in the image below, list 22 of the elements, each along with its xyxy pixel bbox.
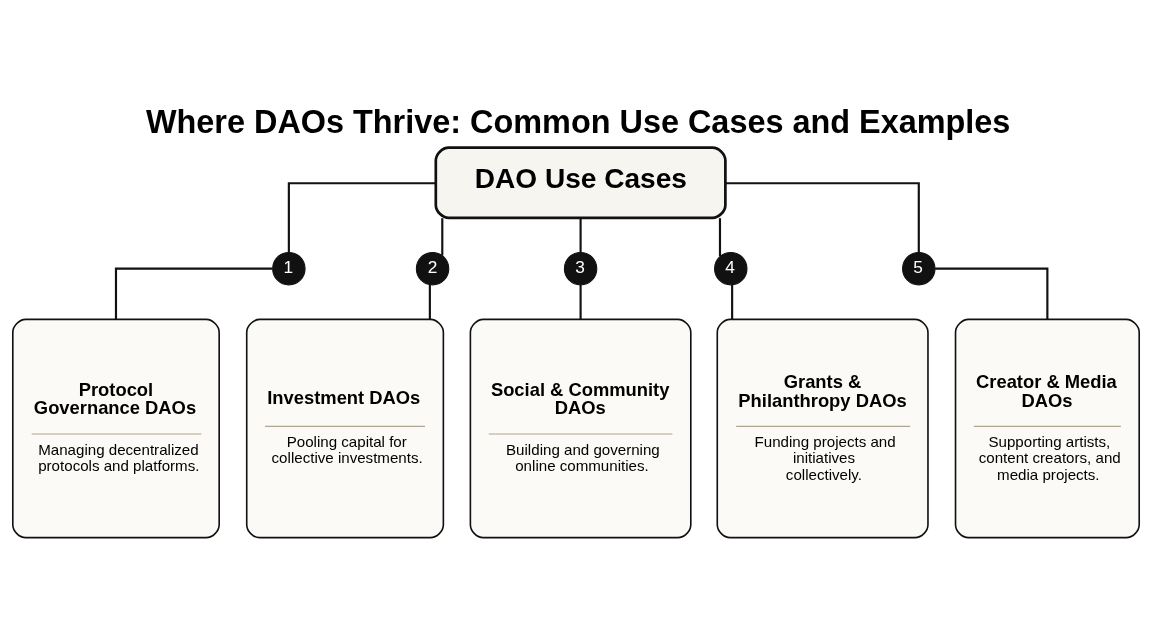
node-circle: 2 — [415, 251, 450, 285]
node-circle: 3 — [563, 251, 598, 285]
node-box: Investment DAOs Pooling capital for collective investments. — [245, 318, 445, 538]
node-circle: 1 — [272, 251, 306, 285]
node-box: Social & Community DAOs Building and governing online communities. — [469, 318, 692, 538]
connector — [935, 267, 1049, 319]
node-box: Creator & Media DAOs Supporting artists, content creators, and media projects. — [954, 318, 1140, 538]
connector — [428, 284, 431, 319]
diagram-title: Where DAOs Thrive: Common Use Cases and Examples — [145, 103, 1011, 139]
connector — [114, 267, 273, 319]
node-box: Grants & Philanthropy DAOs Funding projects and initiatives collectively. — [716, 318, 929, 538]
connector — [579, 284, 582, 319]
connector — [287, 181, 436, 252]
connector — [731, 284, 734, 319]
node-circle: 5 — [902, 251, 936, 285]
node-circle: 4 — [714, 251, 748, 285]
connector — [718, 217, 722, 256]
connector — [725, 181, 920, 252]
connector — [579, 217, 582, 252]
connector — [441, 217, 444, 255]
node-box: Protocol Governance DAOs Managing decentralized protocols and platforms. — [12, 318, 220, 538]
node-box: DAO Use Cases — [434, 145, 727, 219]
